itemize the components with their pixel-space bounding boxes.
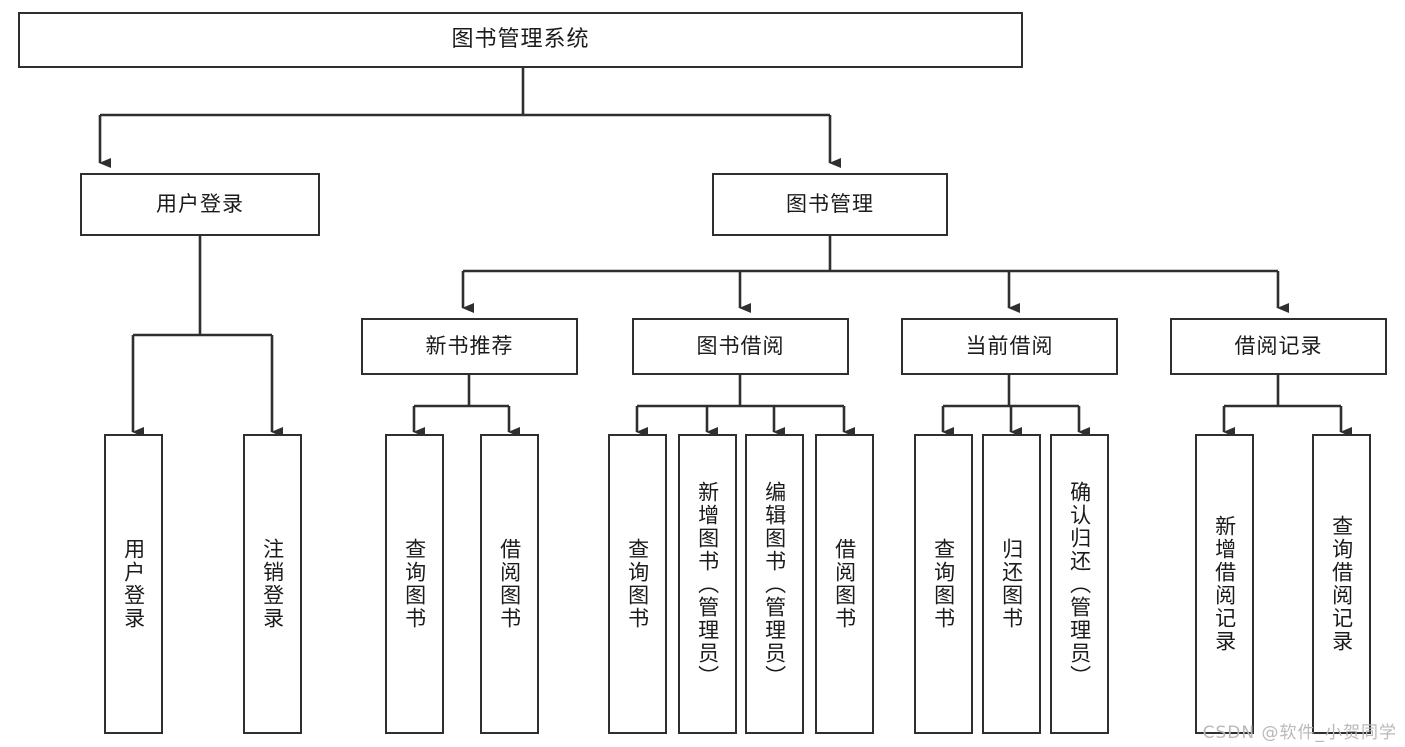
node-user-login[interactable]: 用户登录 <box>80 173 320 236</box>
node-new-book-recommend[interactable]: 新书推荐 <box>361 318 578 375</box>
leaf-borrow-query-book[interactable]: 查询图书 <box>608 434 667 734</box>
leaf-recommend-borrow-book[interactable]: 借阅图书 <box>480 434 539 734</box>
leaf-current-confirm-return-admin[interactable]: 确认归还（管理员） <box>1050 434 1109 734</box>
leaf-user-login[interactable]: 用户登录 <box>104 434 163 734</box>
node-book-management[interactable]: 图书管理 <box>712 173 948 236</box>
node-borrow-record[interactable]: 借阅记录 <box>1170 318 1387 375</box>
leaf-borrow-add-book-admin[interactable]: 新增图书（管理员） <box>678 434 737 734</box>
watermark-text: CSDN @软件_小贺同学 <box>1202 723 1397 743</box>
node-root-system[interactable]: 图书管理系统 <box>18 12 1023 68</box>
leaf-borrow-borrow-book[interactable]: 借阅图书 <box>815 434 874 734</box>
leaf-user-logout[interactable]: 注销登录 <box>243 434 302 734</box>
node-current-borrow[interactable]: 当前借阅 <box>901 318 1118 375</box>
leaf-current-return-book[interactable]: 归还图书 <box>982 434 1041 734</box>
leaf-recommend-query-book[interactable]: 查询图书 <box>385 434 444 734</box>
leaf-record-add-borrow-record[interactable]: 新增借阅记录 <box>1195 434 1254 734</box>
leaf-borrow-edit-book-admin[interactable]: 编辑图书（管理员） <box>745 434 804 734</box>
node-book-borrow[interactable]: 图书借阅 <box>632 318 849 375</box>
leaf-current-query-book[interactable]: 查询图书 <box>914 434 973 734</box>
leaf-record-query-borrow-record[interactable]: 查询借阅记录 <box>1312 434 1371 734</box>
